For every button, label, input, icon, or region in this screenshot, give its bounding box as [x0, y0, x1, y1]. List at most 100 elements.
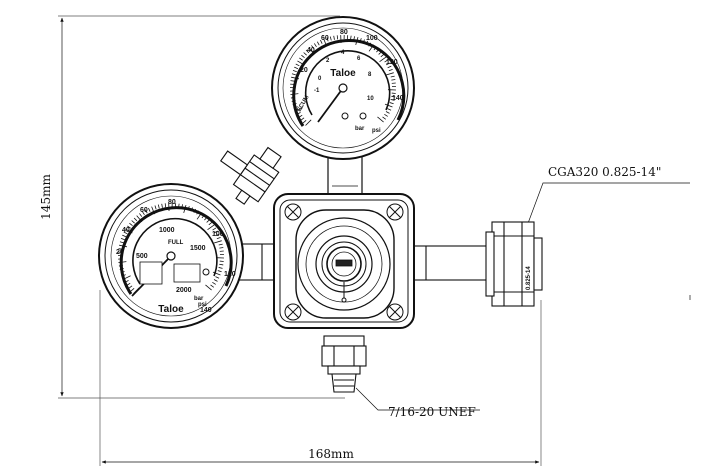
outlet-nut-top	[323, 335, 365, 347]
gauge-tick	[380, 53, 385, 58]
gauge-tick	[384, 103, 393, 108]
gauge-tick	[385, 111, 390, 114]
gauge-tick	[187, 206, 190, 211]
gauge-tick	[119, 268, 124, 270]
gauge-tick	[133, 217, 138, 222]
gauge-tick	[290, 96, 295, 99]
top-gauge-labels: Taloe 20 40 60 80 100 120 140 -1 0 2 4 6…	[297, 29, 404, 134]
gauge-tick	[353, 36, 355, 41]
gauge-tick	[190, 207, 193, 212]
gauge-tick	[391, 95, 396, 98]
gauge-tick	[206, 219, 210, 223]
top-gauge-needle	[317, 87, 344, 123]
gauge-tick	[297, 60, 305, 66]
left-gauge-brand: Taloe	[158, 304, 184, 315]
gauge-tick	[290, 93, 299, 95]
gauge-tick	[298, 114, 303, 118]
relief-valve-cap	[259, 146, 282, 169]
gauge-tick	[291, 100, 296, 102]
gauge-tick	[305, 49, 310, 54]
gauge-tick	[292, 70, 297, 73]
gauge-tick	[387, 108, 392, 111]
top-scale-120: 120	[386, 59, 398, 66]
outlet-leader-line	[355, 387, 480, 411]
left-gauge-ticks	[117, 203, 224, 294]
gauge-tick	[210, 284, 214, 288]
gauge-tick	[131, 220, 135, 224]
gauge-tick	[303, 52, 307, 56]
gauge-tick	[124, 280, 129, 283]
left-inner-1000: 1000	[159, 227, 175, 234]
top-scale-40: 40	[307, 47, 315, 54]
top-gauge-ticks	[289, 35, 396, 126]
gauge-tick	[391, 79, 396, 81]
left-scale-140: 140	[200, 307, 212, 314]
gauge-tick	[119, 241, 124, 244]
left-scale-40: 40	[122, 227, 130, 234]
gauge-tick	[129, 222, 133, 226]
gauge-tick	[208, 221, 213, 226]
gauge-tick	[212, 281, 216, 285]
gauge-tick	[181, 204, 183, 209]
gauge-tick	[296, 112, 301, 115]
gauge-tick	[128, 285, 133, 289]
gauge-tick	[385, 72, 394, 76]
top-inner-10: 10	[367, 96, 374, 102]
top-scale-80: 80	[340, 29, 348, 36]
gauge-tick	[320, 39, 323, 44]
inlet-thread-callout: CGA320 0.825-14"	[548, 165, 661, 179]
gauge-tick	[302, 119, 307, 124]
left-unit-psi: psi	[198, 302, 207, 308]
left-gauge-hub	[166, 251, 176, 261]
gauge-tick	[122, 234, 127, 238]
gauge-tick	[379, 56, 387, 63]
top-unit-bar: bar	[355, 126, 365, 132]
height-dimension-label: 145mm	[39, 174, 53, 220]
top-pressure-gauge	[271, 16, 415, 195]
gauge-tick	[216, 237, 221, 240]
top-inner-4: 4	[341, 50, 345, 56]
gauge-tick	[384, 113, 388, 117]
corner-screws	[284, 203, 404, 321]
gauge-tick	[295, 107, 303, 112]
gauge-tick	[350, 35, 352, 40]
outlet-fitting	[321, 335, 367, 393]
gauge-tick	[120, 271, 125, 274]
gauge-tick	[389, 102, 394, 105]
gauge-tick	[308, 47, 315, 54]
gauge-tick	[215, 276, 220, 279]
inlet-leader-line	[526, 182, 690, 227]
outlet-nipple	[331, 373, 357, 393]
gauge-tick	[390, 99, 395, 101]
gauge-tick	[323, 38, 327, 47]
gauge-tick	[151, 206, 155, 215]
left-scale-20: 20	[116, 249, 124, 256]
gauge-tick	[300, 117, 305, 121]
gauge-tick	[141, 211, 145, 216]
gauge-tick	[313, 43, 317, 48]
gauge-tick	[212, 227, 217, 231]
gauge-tick	[207, 224, 215, 231]
width-dimension-label: 168mm	[308, 447, 354, 461]
gauge-tick	[213, 279, 218, 282]
gauge-tick	[382, 116, 386, 120]
gauge-tick	[217, 270, 222, 273]
left-scale-100: 100	[212, 231, 224, 238]
top-inner-6: 6	[357, 56, 361, 62]
top-inner-0: 0	[318, 76, 322, 82]
left-inner-1500: 1500	[190, 245, 206, 252]
gauge-tick	[212, 271, 221, 276]
top-inner-8: 8	[368, 72, 372, 78]
gauge-tick	[136, 215, 143, 222]
outlet-nut	[321, 345, 367, 367]
gauge-tick	[290, 80, 295, 82]
cga-nut	[491, 221, 535, 307]
gauge-tick	[196, 210, 200, 215]
gauge-tick	[213, 240, 222, 244]
gauge-tick	[365, 40, 369, 45]
left-pressure-gauge	[98, 183, 244, 329]
left-scale-120: 120	[224, 271, 236, 278]
gauge-tick	[316, 41, 320, 46]
gauge-tick	[157, 204, 160, 209]
